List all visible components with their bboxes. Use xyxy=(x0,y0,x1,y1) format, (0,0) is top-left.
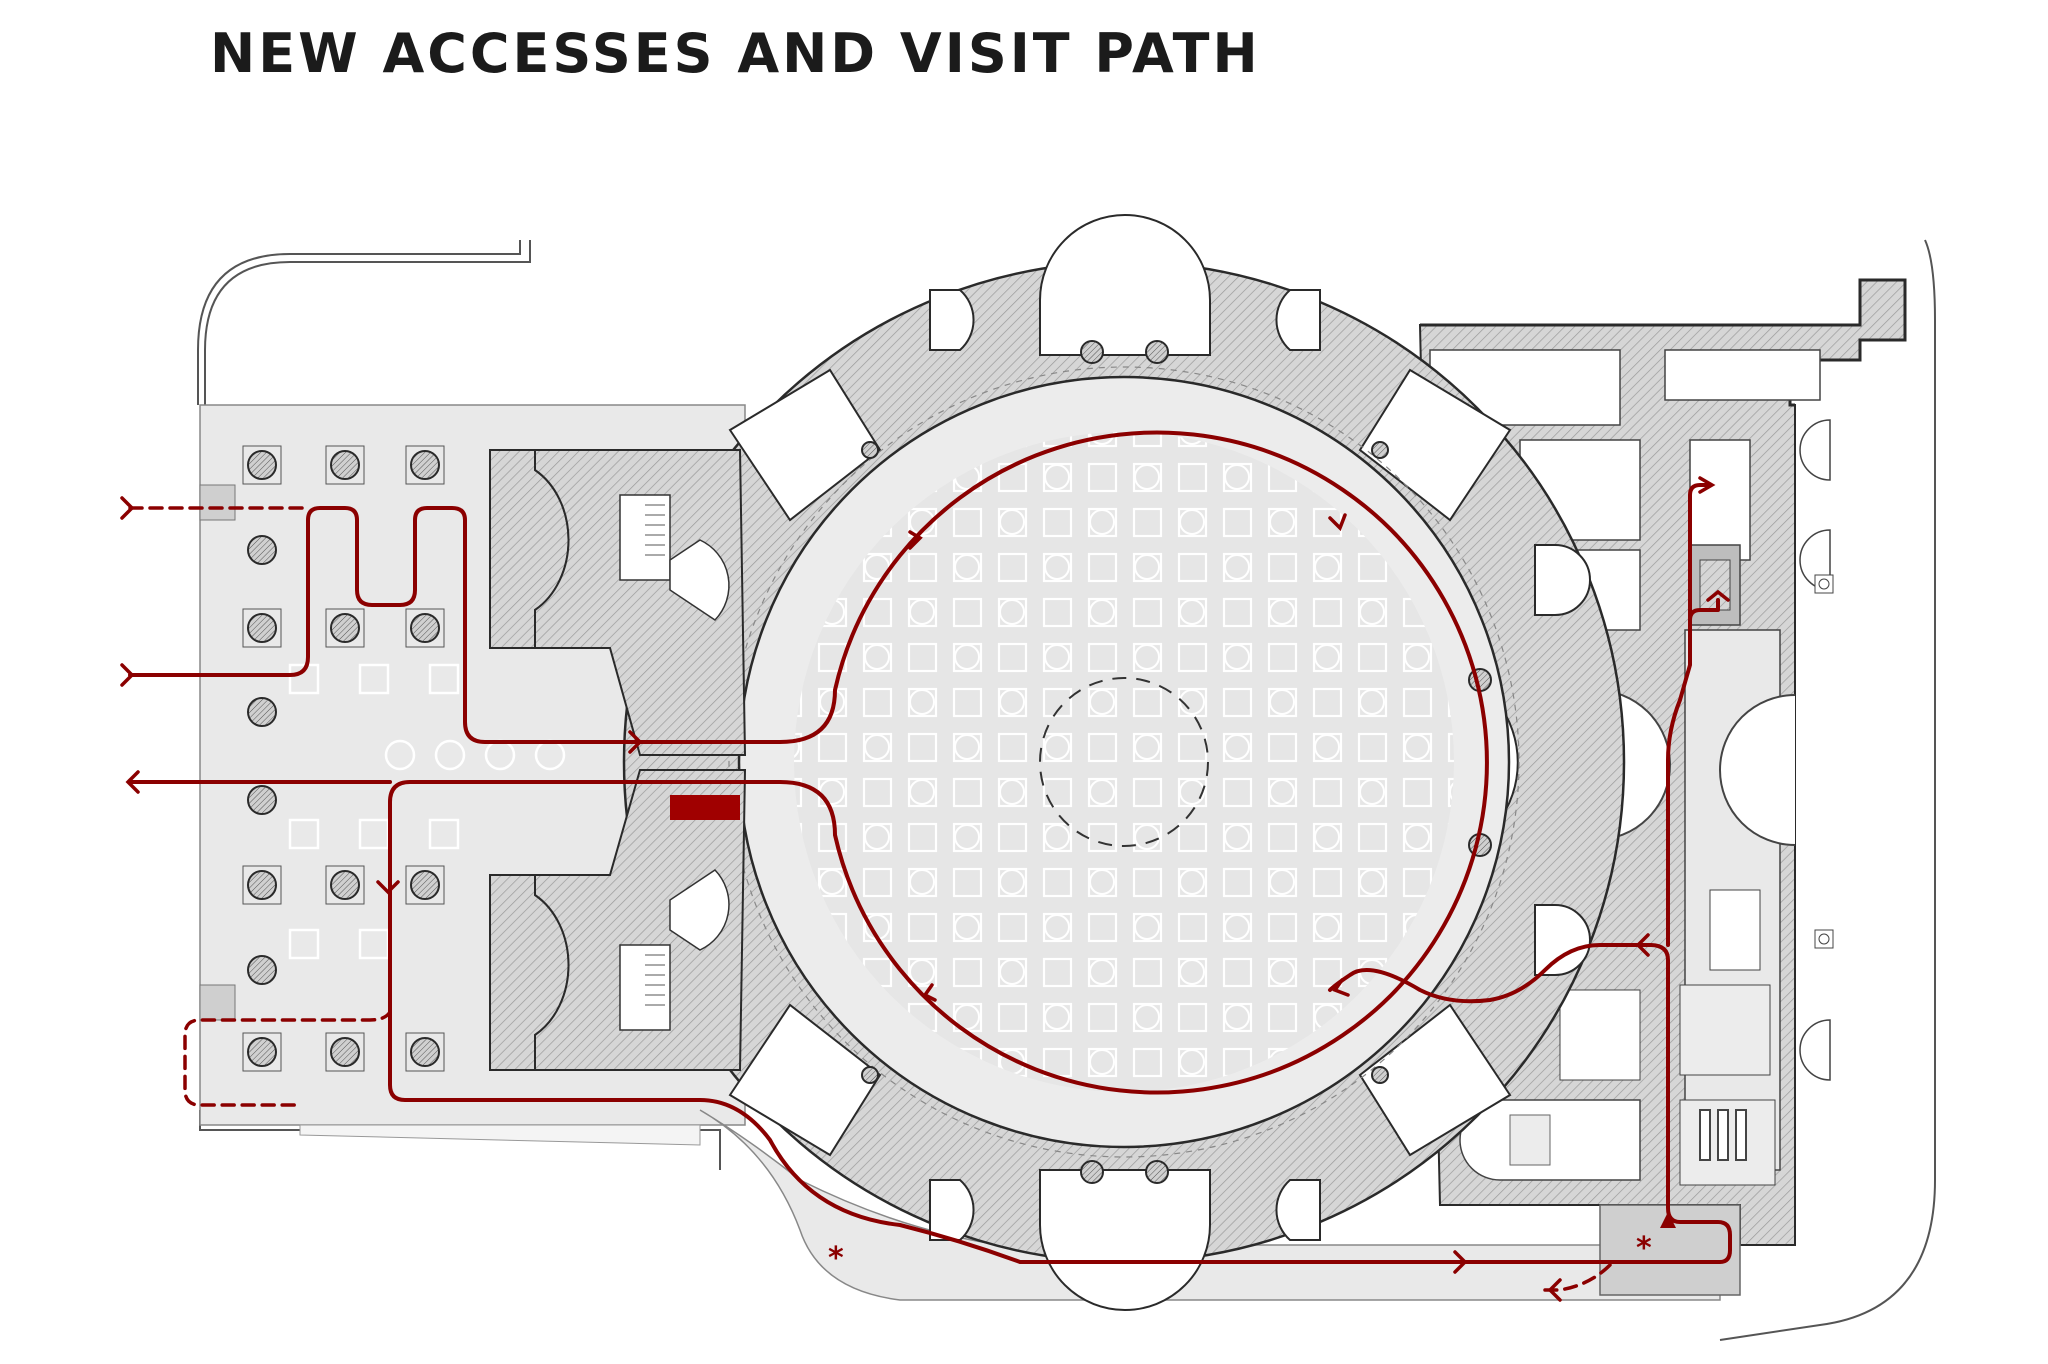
visit-path-optional xyxy=(128,506,1612,1292)
south-walkway xyxy=(299,1109,1721,1301)
start-arrow-icon xyxy=(1660,1212,1676,1228)
portico-paving-marks xyxy=(288,663,566,960)
path-arrows xyxy=(120,476,1730,1302)
rotunda-floor xyxy=(728,366,1520,1158)
info-desk xyxy=(670,795,740,820)
portico-column-bases xyxy=(242,445,445,1072)
oculus-projection xyxy=(1039,677,1209,847)
asterisk-marker-east: * xyxy=(1636,1231,1652,1266)
rotunda-columns xyxy=(861,340,1492,1184)
visit-path xyxy=(128,430,1732,1264)
portico-piers xyxy=(489,449,747,1071)
portico-columns xyxy=(247,450,440,1067)
page-title: NEW ACCESSES AND VISIT PATH xyxy=(210,22,1261,85)
asterisk-marker-west: * xyxy=(828,1241,844,1276)
